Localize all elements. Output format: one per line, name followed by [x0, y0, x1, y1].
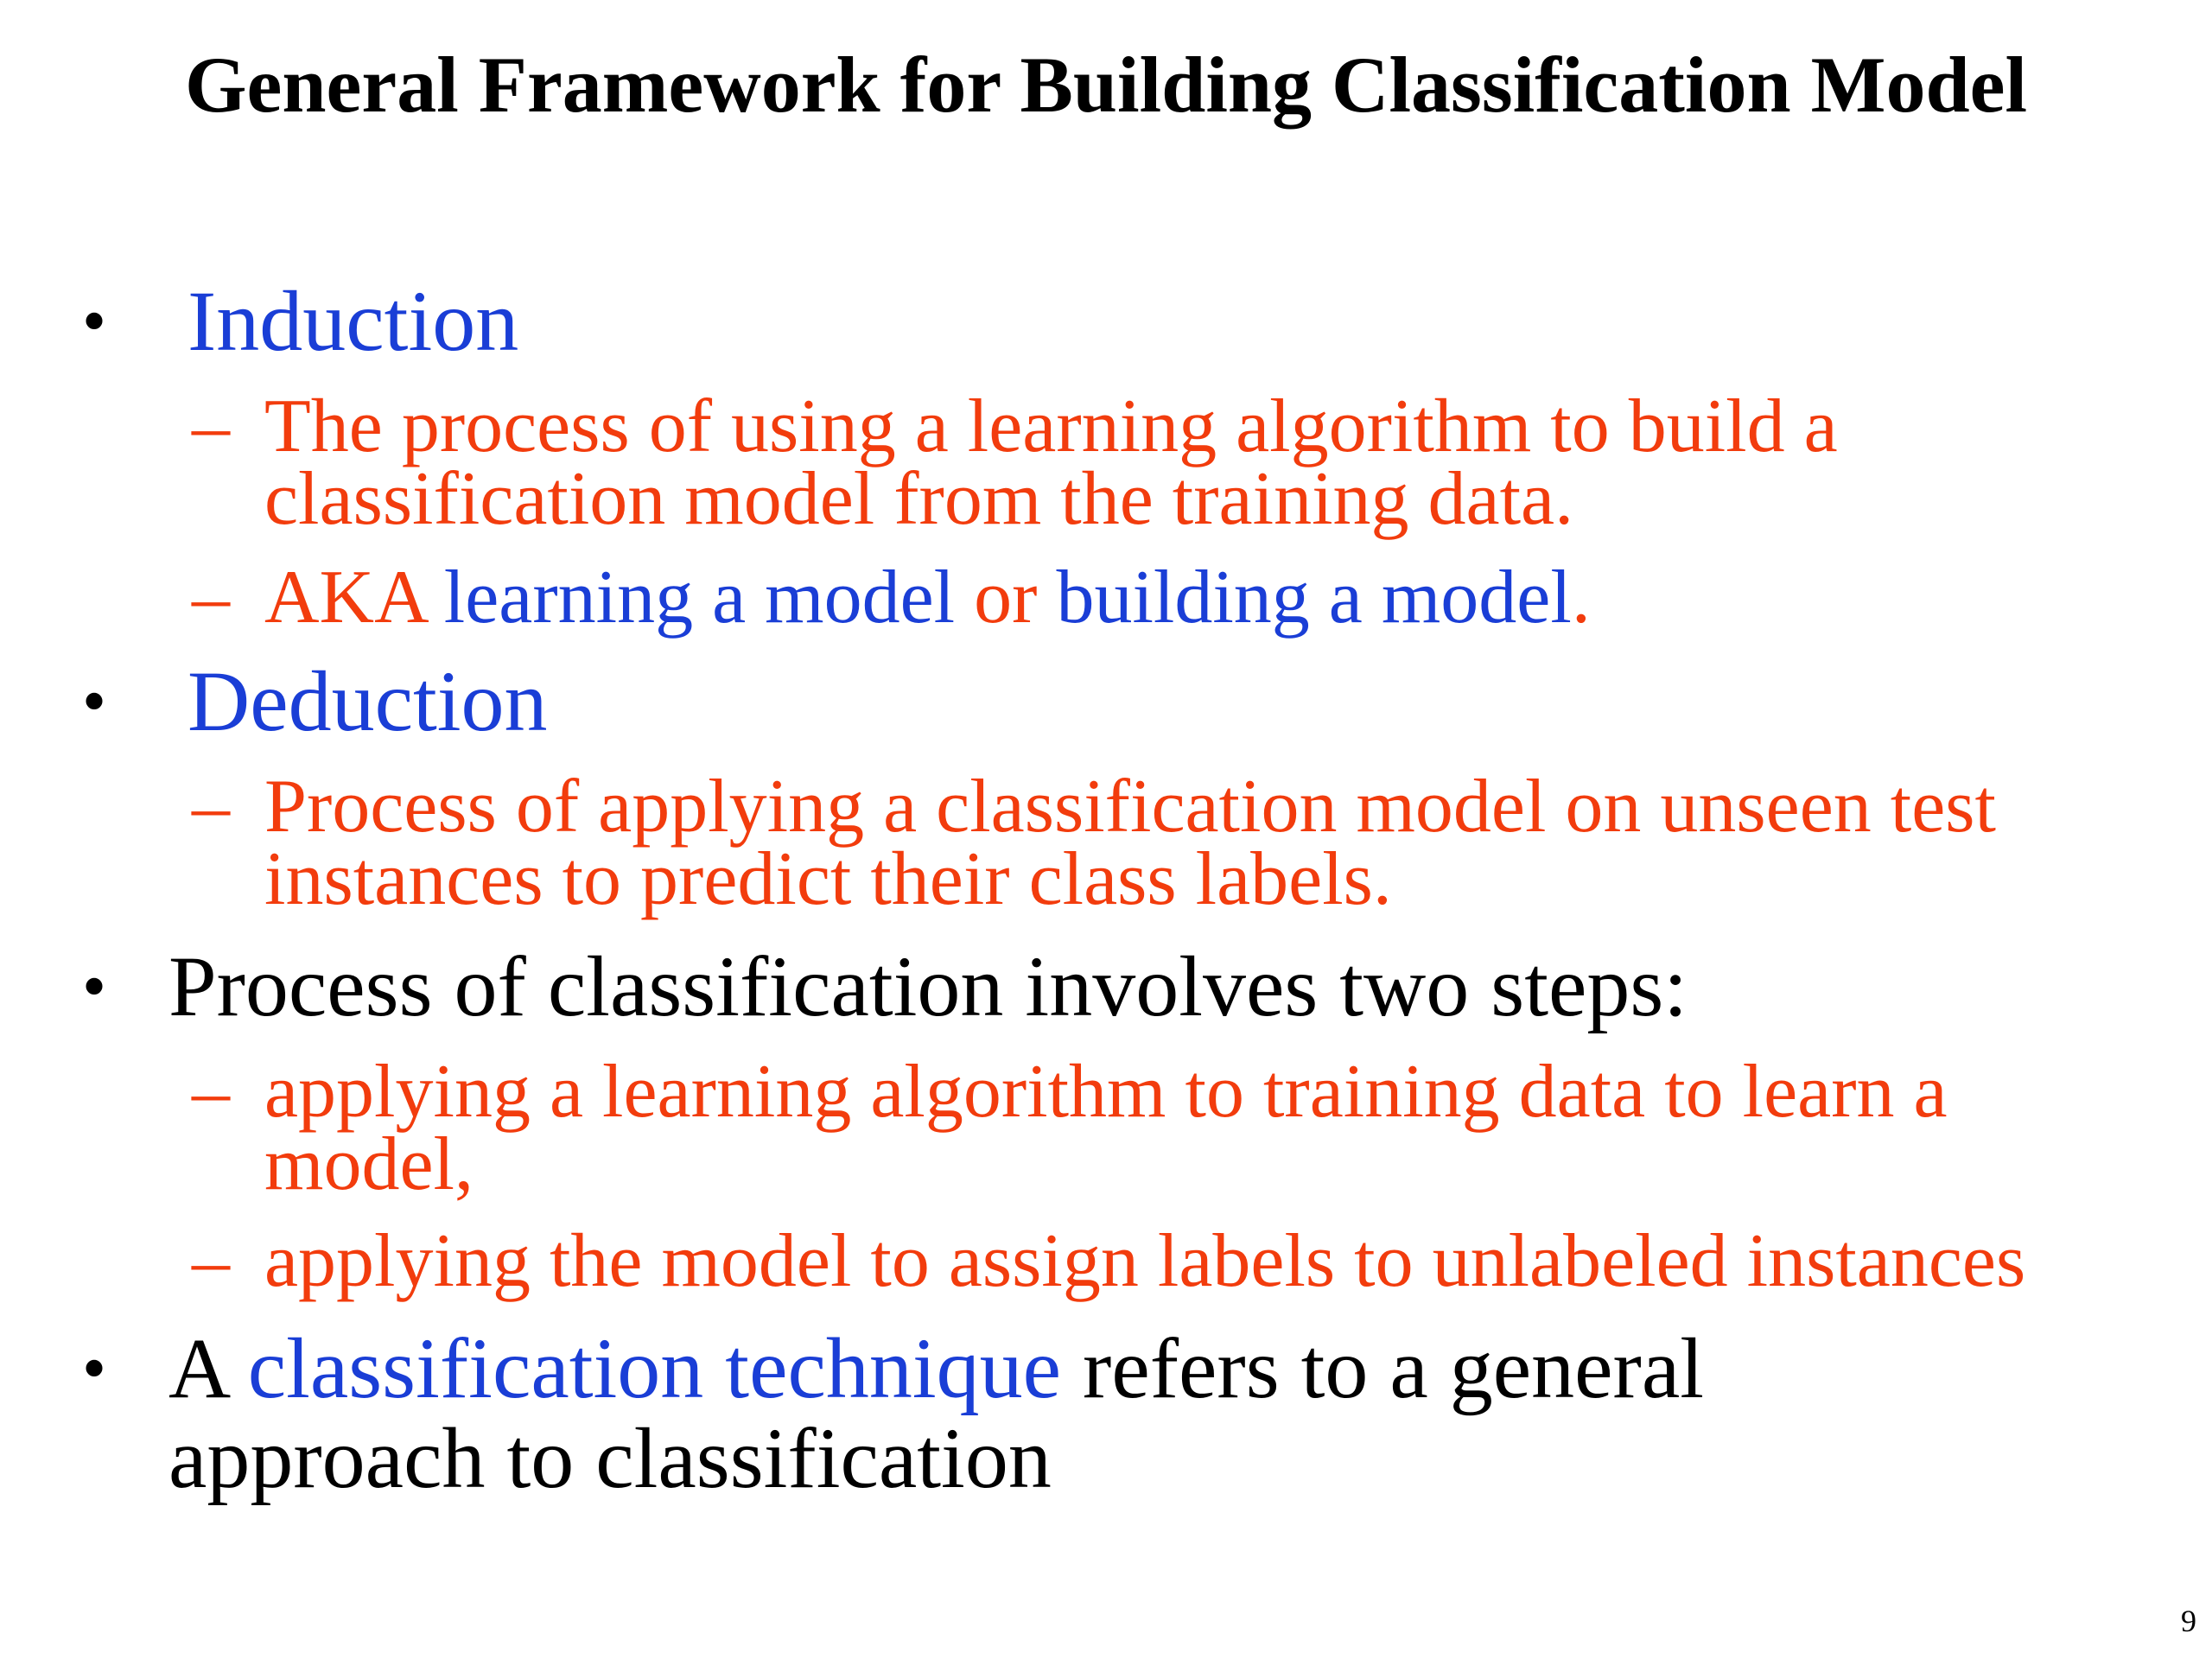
sub-line-1: applying the model to assign labels to u… — [264, 1219, 2026, 1303]
bullet-glyph: • — [82, 949, 107, 1025]
bullet-glyph: • — [82, 1331, 107, 1407]
bullet-glyph: • — [82, 664, 107, 740]
term-learning-a-model: learning a model — [443, 556, 956, 639]
sub-line-1: The process of using a learning algorith… — [264, 385, 1838, 468]
term-classification-technique: classification technique — [247, 1320, 1062, 1416]
dash-glyph: – — [192, 385, 230, 468]
page-number: 9 — [2181, 1604, 2196, 1638]
a-text: A — [168, 1320, 248, 1416]
dash-glyph: – — [192, 765, 230, 849]
sub-line-2: classification model from the training d… — [264, 457, 1574, 541]
dash-glyph: – — [192, 1219, 230, 1303]
dash-glyph: – — [192, 556, 230, 639]
bullet-glyph: • — [82, 283, 107, 359]
technique-line-2: approach to classification — [168, 1410, 1052, 1506]
refers-text: refers to a general — [1061, 1320, 1705, 1416]
term-deduction: Deduction — [188, 653, 548, 749]
term-building-a-model: building a model — [1056, 556, 1572, 639]
sub-line-1: Process of applying a classification mod… — [264, 765, 1996, 849]
term-induction: Induction — [188, 273, 519, 369]
or-text: or — [955, 556, 1057, 639]
aka-text: AKA — [264, 556, 444, 639]
period-text: . — [1571, 556, 1591, 639]
process-text: Process of classification involves two s… — [168, 938, 1688, 1034]
sub-line-2: instances to predict their class labels. — [264, 837, 1392, 921]
sub-line-2: model, — [264, 1122, 474, 1206]
slide-title: General Framework for Building Classific… — [184, 41, 2028, 129]
sub-line-1: applying a learning algorithm to trainin… — [264, 1050, 1948, 1134]
dash-glyph: – — [192, 1050, 230, 1134]
